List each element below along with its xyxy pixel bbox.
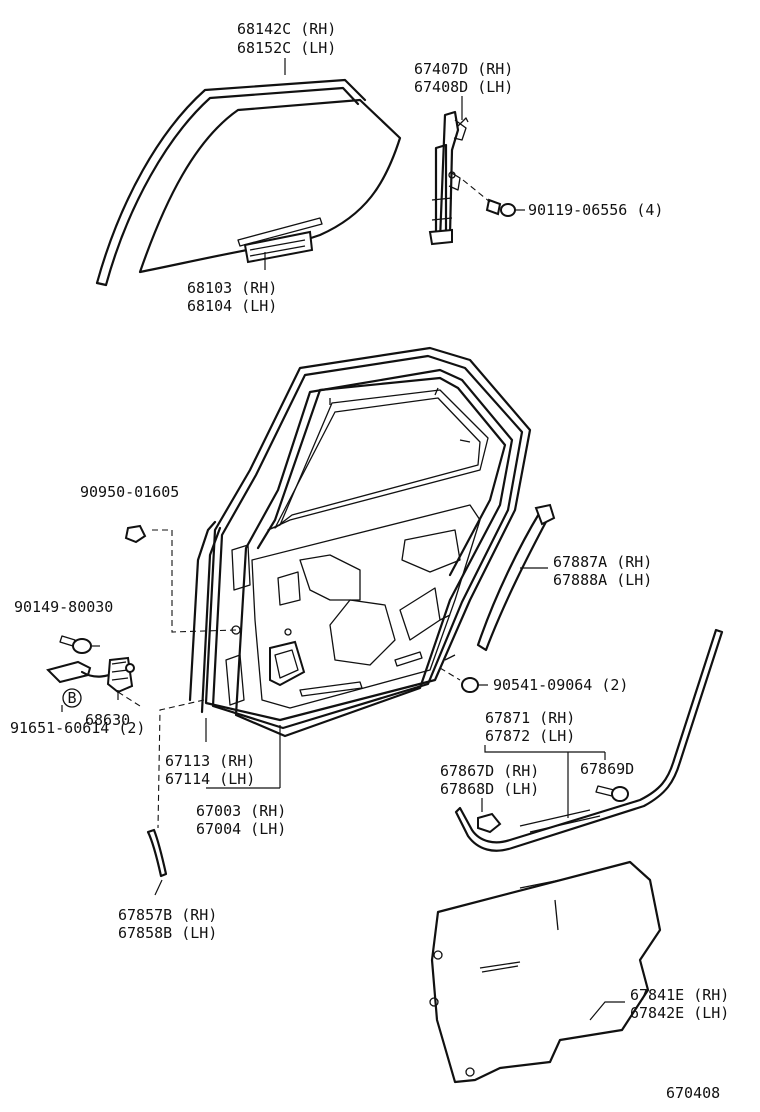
label-ws-retainer-text: 67869D [580,760,634,778]
label-door-panel-rh: 67003 (RH) [196,802,286,820]
label-regulator-bolt-text: 90119-06556 (4) [528,201,663,219]
label-lower-seal-rh: 67857B (RH) [118,906,217,924]
regulator-bolt [485,198,516,217]
label-regulator-bolt: 90119-06556 (4) [528,201,663,219]
clip [124,524,147,544]
rear-weatherstrip [476,503,556,652]
label-check-bolt: 90149-80030 [14,598,113,616]
label-door-panel: 67003 (RH) 67004 (LH) [196,802,286,838]
label-check-screw-text: 91651-60614 (2) [10,719,145,737]
door-glass [138,98,402,274]
service-hole-cover [429,860,662,1084]
label-service-hole-cover: 67841E (RH) 67842E (LH) [630,986,729,1022]
label-regulator-lh: 67408D (LH) [414,78,513,96]
callout-letter-b: B [67,689,76,707]
label-door-glass: 68103 (RH) 68104 (LH) [187,279,277,315]
label-lower-seal-lh: 67858B (LH) [118,924,217,942]
label-rear-weatherstrip-lh: 67888A (LH) [553,571,652,589]
label-service-cover-lh: 67842E (LH) [630,1004,729,1022]
label-outer-weatherstrip-lh: 67872 (LH) [485,727,575,745]
label-window-regulator: 67407D (RH) 67408D (LH) [414,60,513,96]
label-door-panel-lh: 67004 (LH) [196,820,286,838]
door-panel [204,346,532,738]
label-door-plug: 90541-09064 (2) [493,676,628,694]
label-outer-weatherstrip: 67871 (RH) 67872 (LH) [485,709,575,745]
door-seal [188,520,222,714]
label-door-seal: 67113 (RH) 67114 (LH) [165,752,255,788]
clip-dash [152,529,237,633]
label-weatherstrip-retainer: 67869D [580,760,634,778]
weatherstrip-retainer [595,785,629,802]
label-door-check: 68630 [85,711,130,729]
door-plug [461,677,479,693]
label-door-glass-lh: 68104 (LH) [187,297,277,315]
door-check [46,656,135,694]
label-ws-clip-lh: 67868D (LH) [440,780,539,798]
check-callout-circle: B [62,688,82,708]
label-weatherstrip-clip: 67867D (RH) 67868D (LH) [440,762,539,798]
diagram-id: 670408 [666,1084,720,1102]
outer-weatherstrip [454,628,724,852]
door-plug-dash [439,667,461,681]
label-service-cover-rh: 67841E (RH) [630,986,729,1004]
label-door-glass-rh: 68103 (RH) [187,279,277,297]
check-dash [117,691,205,829]
label-check-screw: 91651-60614 (2) [10,719,145,737]
label-door-seal-rh: 67113 (RH) [165,752,255,770]
label-lower-seal: 67857B (RH) 67858B (LH) [118,906,217,942]
label-clip-text: 90950-01605 [80,483,179,501]
label-door-plug-text: 90541-09064 (2) [493,676,628,694]
leader-lines [61,58,625,1021]
label-ws-clip-rh: 67867D (RH) [440,762,539,780]
label-outer-weatherstrip-rh: 67871 (RH) [485,709,575,727]
label-door-seal-lh: 67114 (LH) [165,770,255,788]
glass-run-channel [95,78,367,287]
label-glass-run: 68142C (RH) 68152C (LH) [237,20,336,57]
label-door-check-text: 68630 [85,711,130,729]
check-bolt [59,635,92,654]
label-glass-run-lh: 68152C (LH) [237,39,336,57]
lower-seal [146,828,168,878]
label-glass-run-rh: 68142C (RH) [237,20,336,38]
label-regulator-rh: 67407D (RH) [414,60,513,78]
label-rear-weatherstrip: 67887A (RH) 67888A (LH) [553,553,652,589]
label-clip: 90950-01605 [80,483,179,501]
window-regulator [428,110,469,246]
regulator-bolt-dash [462,179,491,203]
label-rear-weatherstrip-rh: 67887A (RH) [553,553,652,571]
label-check-bolt-text: 90149-80030 [14,598,113,616]
